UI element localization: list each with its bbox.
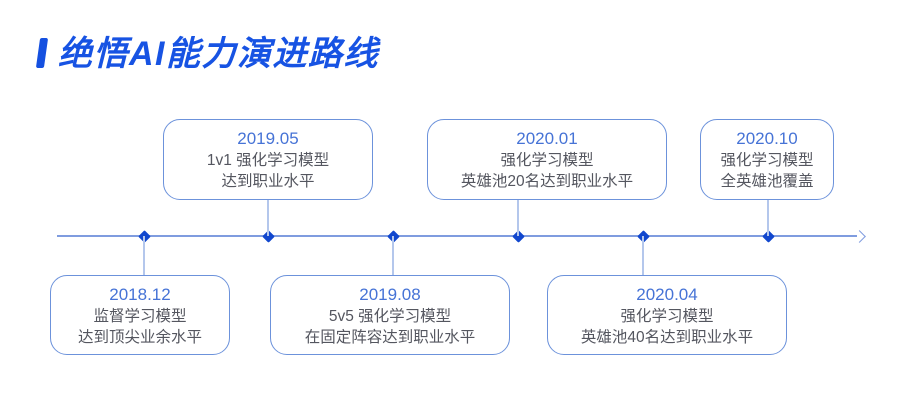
event-card-2019-08: 2019.08 5v5 强化学习模型 在固定阵容达到职业水平	[270, 275, 510, 355]
event-line: 达到职业水平	[221, 173, 315, 190]
connector-2019-05	[267, 200, 269, 236]
event-date: 2020.04	[636, 284, 698, 304]
arrow-right-icon	[853, 229, 866, 243]
event-date: 2019.05	[237, 129, 299, 148]
event-line: 英雄池20名达到职业水平	[460, 173, 634, 190]
event-line: 强化学习模型	[500, 152, 594, 169]
connector-2018-12	[143, 236, 145, 275]
connector-2020-10	[767, 200, 769, 236]
event-card-2020-01: 2020.01 强化学习模型 英雄池20名达到职业水平	[427, 119, 667, 200]
event-line: 达到顶尖业余水平	[77, 328, 202, 346]
event-date: 2019.08	[359, 284, 421, 304]
event-card-2020-04: 2020.04 强化学习模型 英雄池40名达到职业水平	[547, 275, 787, 355]
event-line: 监督学习模型	[93, 307, 187, 325]
event-card-2019-05: 2019.05 1v1 强化学习模型 达到职业水平	[163, 119, 373, 200]
title-accent-bar	[35, 37, 49, 68]
connector-2020-04	[642, 236, 644, 275]
event-date: 2020.01	[516, 129, 578, 148]
page-title: 绝悟AI能力演进路线	[58, 35, 379, 73]
event-line: 强化学习模型	[720, 152, 814, 169]
event-line: 5v5 强化学习模型	[328, 307, 452, 325]
connector-2020-01	[517, 200, 519, 236]
page-title-block: 绝悟AI能力演进路线	[35, 26, 379, 75]
event-card-2020-10: 2020.10 强化学习模型 全英雄池覆盖	[700, 119, 834, 200]
event-line: 在固定阵容达到职业水平	[304, 328, 476, 346]
event-card-2018-12: 2018.12 监督学习模型 达到顶尖业余水平	[50, 275, 230, 355]
event-date: 2020.10	[736, 129, 798, 148]
event-line: 强化学习模型	[620, 307, 714, 325]
event-line: 英雄池40名达到职业水平	[580, 328, 754, 346]
connector-2019-08	[392, 236, 394, 275]
event-line: 全英雄池覆盖	[720, 173, 814, 190]
event-line: 1v1 强化学习模型	[206, 152, 330, 169]
timeline-axis	[57, 235, 857, 237]
event-date: 2018.12	[109, 284, 171, 304]
